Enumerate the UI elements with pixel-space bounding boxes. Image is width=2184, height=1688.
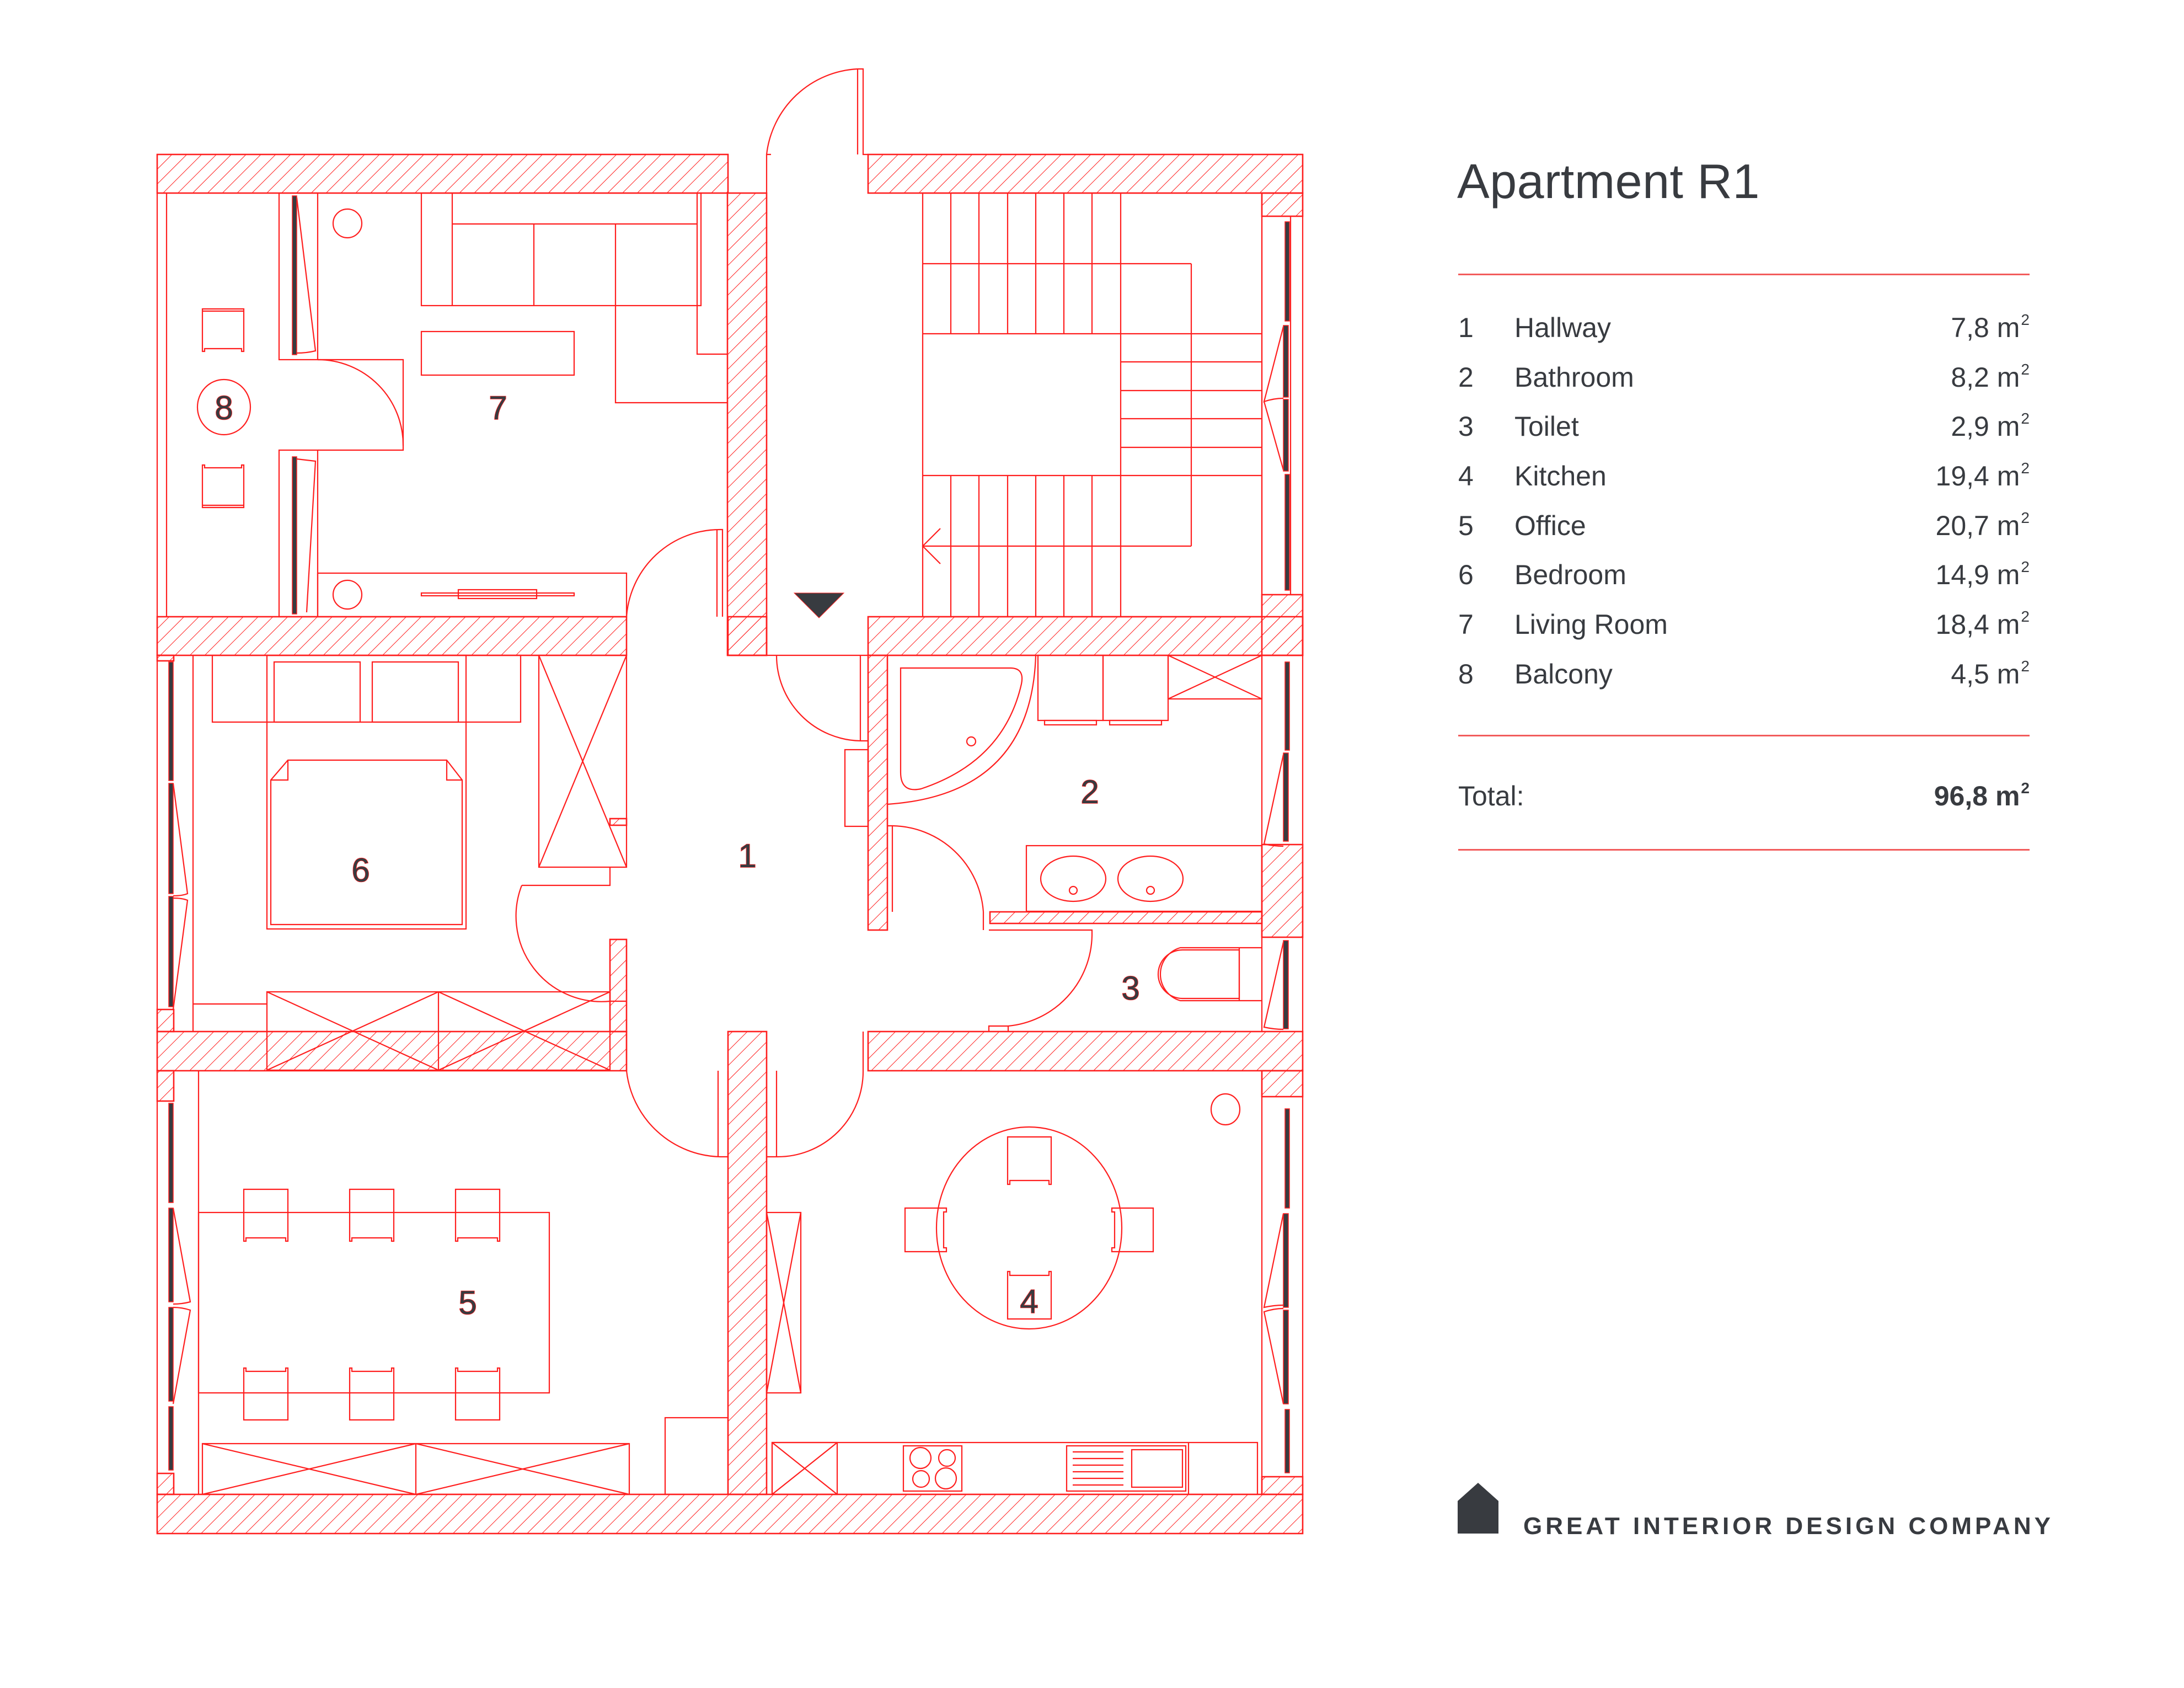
room-label-bathroom: 2	[1080, 773, 1099, 810]
room-area: 7,8 m2	[1951, 311, 2030, 344]
toilet-furniture	[988, 929, 1262, 1032]
bathroom-furniture	[844, 654, 1263, 930]
room-row: 7 Living Room 18,4 m2	[1458, 607, 2030, 640]
title-divider	[1458, 274, 2030, 275]
room-name: Bedroom	[1514, 559, 1626, 590]
balcony-label-circle	[196, 378, 251, 436]
staircase	[922, 192, 1263, 618]
room-area: 8,2 m2	[1951, 361, 2030, 393]
kitchen-furniture	[766, 1093, 1259, 1495]
total-row: Total: 96,8 m2	[1458, 779, 2030, 812]
room-number: 7	[1458, 609, 1474, 640]
house-icon	[1458, 1483, 1498, 1534]
room-number: 2	[1458, 362, 1474, 393]
walls	[156, 153, 1304, 1535]
room-number: 6	[1458, 559, 1474, 590]
entrance-arrow-icon	[793, 592, 845, 618]
balcony-furniture	[196, 308, 251, 509]
room-label-balcony: 8	[215, 389, 233, 426]
apartment-title: Apartment R1	[1457, 154, 1760, 209]
room-name: Hallway	[1514, 312, 1612, 343]
hallway-doors	[625, 1032, 864, 1158]
room-row: 4 Kitchen 19,4 m2	[1458, 459, 2030, 492]
room-area: 19,4 m2	[1935, 460, 2030, 492]
room-row: 1 Hallway 7,8 m2	[1458, 311, 2030, 344]
room-number: 5	[1458, 510, 1474, 541]
living-room-furniture	[317, 192, 727, 618]
room-labels: 1 2 3 4 5 6 7 8	[215, 389, 1141, 1322]
room-name: Bathroom	[1514, 362, 1634, 393]
room-number: 4	[1458, 461, 1474, 492]
office-furniture	[197, 1188, 729, 1495]
room-row: 5 Office 20,7 m2	[1458, 509, 2030, 542]
bedroom-furniture	[193, 654, 628, 1071]
stair-direction-arrow-icon	[922, 528, 941, 564]
list-divider	[1458, 735, 2030, 736]
room-label-toilet: 3	[1121, 970, 1139, 1007]
room-area: 14,9 m2	[1935, 558, 2030, 591]
room-area: 4,5 m2	[1951, 658, 2030, 690]
room-name: Balcony	[1514, 659, 1613, 690]
room-label-kitchen: 4	[1020, 1283, 1038, 1320]
room-number: 3	[1458, 411, 1474, 442]
room-label-living-room: 7	[489, 389, 507, 426]
room-name: Kitchen	[1514, 461, 1607, 492]
total-area: 96,8 m2	[1934, 779, 2030, 812]
window-sashes	[172, 197, 1284, 1404]
room-name: Toilet	[1514, 411, 1579, 442]
room-row: 2 Bathroom 8,2 m2	[1458, 360, 2030, 393]
room-label-bedroom: 6	[351, 852, 370, 889]
room-name: Office	[1514, 510, 1586, 541]
total-label: Total:	[1458, 781, 1524, 811]
room-row: 3 Toilet 2,9 m2	[1458, 409, 2030, 442]
room-number: 1	[1458, 312, 1474, 343]
room-area: 2,9 m2	[1951, 410, 2030, 442]
room-number: 8	[1458, 659, 1474, 690]
room-name: Living Room	[1514, 609, 1668, 640]
total-divider	[1458, 849, 2030, 851]
room-area: 18,4 m2	[1935, 608, 2030, 640]
room-row: 6 Bedroom 14,9 m2	[1458, 558, 2030, 591]
windows	[168, 195, 1290, 1473]
room-row: 8 Balcony 4,5 m2	[1458, 657, 2030, 690]
room-area: 20,7 m2	[1935, 509, 2030, 542]
room-label-office: 5	[458, 1284, 477, 1321]
entrance-door	[766, 68, 868, 742]
company-name: GREAT INTERIOR DESIGN COMPANY	[1523, 1513, 2054, 1540]
room-label-hallway: 1	[738, 837, 756, 874]
